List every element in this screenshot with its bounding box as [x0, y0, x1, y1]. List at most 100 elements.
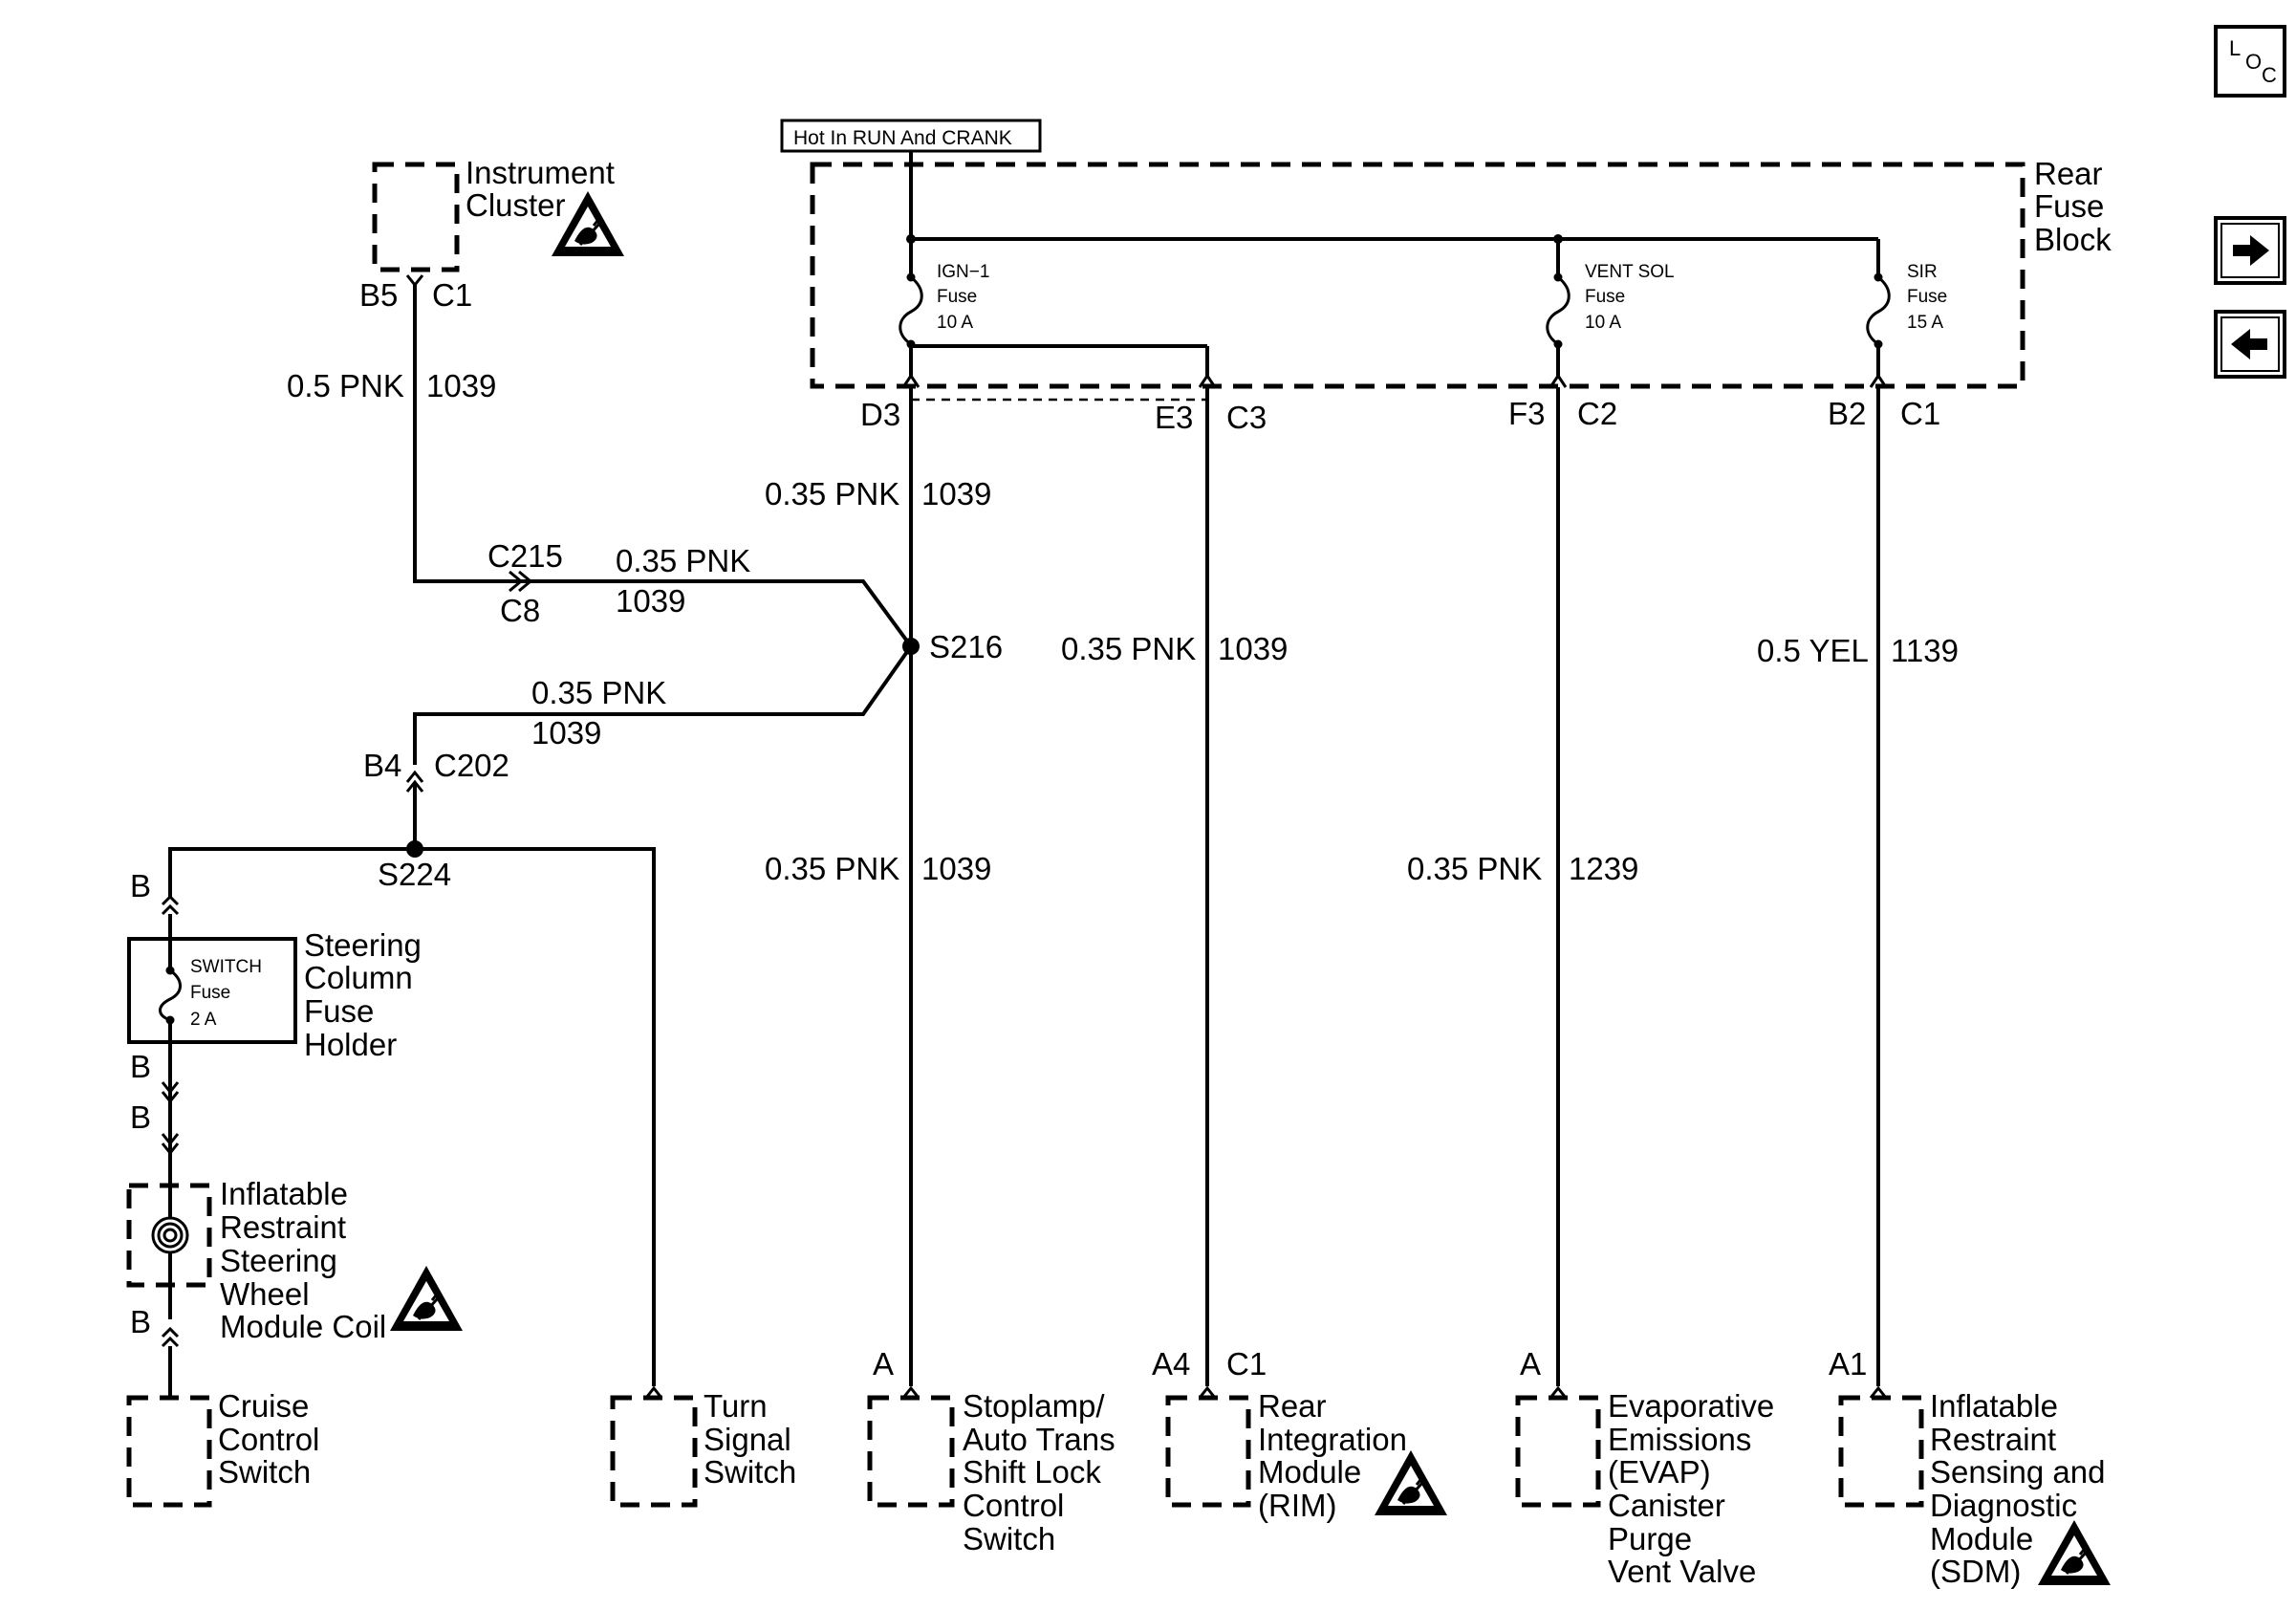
steering-fuse-holder-label-4: Holder — [304, 1027, 397, 1062]
ign1-fuse-name: IGN−1 — [937, 262, 989, 282]
previous-page-button[interactable] — [2214, 310, 2286, 379]
rim-label-4: (RIM) — [1258, 1488, 1336, 1523]
connector-a-stop: A — [873, 1346, 894, 1382]
coil-label-4: Wheel — [220, 1276, 310, 1312]
wire-ic-color: 0.5 PNK — [287, 368, 404, 403]
wire-1039-instrument — [413, 285, 913, 648]
connector-b2: B2 — [1828, 396, 1866, 431]
coil-label-3: Steering — [220, 1243, 337, 1278]
wire-sdm-circuit: 1139 — [1891, 633, 1959, 668]
switch-fuse-name: SWITCH — [190, 957, 262, 977]
wire-c215-circuit: 1039 — [616, 583, 685, 619]
source-label: Hot In RUN And CRANK — [793, 127, 1012, 149]
wire-ic-circuit: 1039 — [426, 368, 496, 403]
steering-column-fuse-holder: B SWITCH Fuse 2 A Steering Column Fuse H… — [127, 868, 422, 1062]
stoplamp-label-4: Control — [963, 1488, 1064, 1523]
sdm-label-4: Diagnostic — [1930, 1488, 2077, 1523]
sir-fuse-name: SIR — [1907, 262, 1938, 282]
connector-f3: F3 — [1508, 396, 1546, 431]
evap-label-3: (EVAP) — [1608, 1454, 1711, 1490]
wire-evap-circuit: 1239 — [1569, 851, 1638, 886]
sir-fuse-word: Fuse — [1907, 287, 1947, 307]
splice-s216-label: S216 — [929, 629, 1003, 664]
next-page-button[interactable] — [2214, 216, 2286, 285]
fuse-icon — [1866, 275, 1891, 346]
connector-e3: E3 — [1155, 400, 1193, 435]
wire-d3-color: 0.35 PNK — [765, 476, 899, 511]
stoplamp-label-1: Stoplamp/ — [963, 1388, 1105, 1424]
fuse-block-terminals: D3 E3 C3 F3 C2 B2 C1 — [860, 373, 1940, 435]
cruise-control-switch: Cruise Control Switch — [126, 1388, 319, 1508]
ign1-fuse: IGN−1 Fuse 10 A — [899, 239, 989, 378]
instrument-cluster-label-1: Instrument — [466, 155, 615, 190]
turn-signal-switch: Turn Signal Switch — [610, 1385, 796, 1508]
esd-warning-icon — [2036, 1518, 2112, 1587]
rear-fuse-block-label-1: Rear — [2034, 156, 2103, 191]
wire-d3-circuit: 1039 — [921, 476, 991, 511]
evap-label-2: Emissions — [1608, 1422, 1751, 1457]
connector-c1-fuse: C1 — [1900, 396, 1940, 431]
steering-fuse-holder-label-2: Column — [304, 960, 413, 995]
wire-s224-bus — [168, 847, 656, 1386]
steering-fuse-holder-outline — [127, 937, 297, 1044]
rear-fuse-block-label-2: Fuse — [2034, 188, 2104, 224]
sdm-label-6: (SDM) — [1930, 1554, 2021, 1589]
stoplamp-outline — [867, 1395, 955, 1508]
connector-d3: D3 — [860, 397, 900, 432]
connector-c1-rim: C1 — [1226, 1346, 1267, 1382]
sdm-outline — [1838, 1395, 1924, 1508]
connector-b-mid: B — [130, 1049, 151, 1084]
evap-label-4: Canister — [1608, 1488, 1725, 1523]
connector-b-bot: B — [130, 1304, 151, 1339]
wire-rim-color: 0.35 PNK — [1061, 631, 1196, 666]
connector-c1-ic: C1 — [432, 277, 472, 313]
rear-fuse-block: Rear Fuse Block IGN−1 Fuse 10 A VEN — [810, 151, 2112, 389]
cruise-outline — [126, 1395, 212, 1508]
sdm-label-3: Sensing and — [1930, 1454, 2105, 1490]
fuse-icon — [159, 968, 182, 1022]
steering-fuse-holder-label-1: Steering — [304, 927, 422, 963]
wire-c202-circuit: 1039 — [531, 715, 601, 751]
connector-a-evap: A — [1520, 1346, 1541, 1382]
sir-fuse: SIR Fuse 15 A — [1866, 239, 1947, 378]
instrument-cluster-outline — [372, 162, 460, 272]
splice-s224-label: S224 — [378, 857, 451, 892]
wire-stop-color: 0.35 PNK — [765, 851, 899, 886]
sdm-label-2: Restraint — [1930, 1422, 2056, 1457]
rear-integration-module: A4 C1 Rear Integration Module (RIM) — [1152, 1346, 1449, 1523]
instrument-cluster: Instrument Cluster B5 C1 — [359, 155, 626, 313]
turn-outline — [610, 1395, 698, 1508]
connector-c8: C8 — [500, 593, 540, 628]
rear-fuse-block-outline — [810, 162, 2025, 389]
wire-evap-color: 0.35 PNK — [1407, 851, 1542, 886]
connector-c3: C3 — [1226, 400, 1267, 435]
c215-inline-connector: C215 C8 — [487, 538, 563, 628]
connector-b-top: B — [130, 868, 151, 903]
sdm-label-1: Inflatable — [1930, 1388, 2058, 1424]
switch-fuse-rating: 2 A — [190, 1010, 217, 1030]
rim-label-2: Integration — [1258, 1422, 1407, 1457]
evap-outline — [1515, 1395, 1601, 1508]
loc-l: L — [2229, 36, 2241, 60]
stoplamp-label-3: Shift Lock — [963, 1454, 1101, 1490]
instrument-cluster-label-2: Cluster — [466, 187, 566, 223]
cruise-label-1: Cruise — [218, 1388, 309, 1424]
turn-label-3: Switch — [704, 1454, 796, 1490]
ign1-fuse-word: Fuse — [937, 287, 977, 307]
fuse-icon — [1546, 275, 1570, 346]
turn-label-1: Turn — [704, 1388, 768, 1424]
connector-b4: B4 — [363, 748, 401, 783]
arrow-right-icon — [2233, 235, 2269, 266]
coil-label-2: Restraint — [220, 1209, 346, 1245]
sdm-label-5: Module — [1930, 1521, 2033, 1556]
cruise-label-3: Switch — [218, 1454, 311, 1490]
vent-sol-fuse-word: Fuse — [1585, 287, 1625, 307]
wire-1039-c202 — [413, 644, 913, 765]
loc-button[interactable]: L O C — [2214, 25, 2286, 98]
power-source: Hot In RUN And CRANK — [780, 119, 1042, 153]
coil-label-5: Module Coil — [220, 1309, 386, 1344]
clock-spring-icon — [151, 1216, 189, 1254]
stoplamp-switch: A Stoplamp/ Auto Trans Shift Lock Contro… — [867, 1346, 1116, 1556]
wire-c215-color: 0.35 PNK — [616, 543, 750, 578]
